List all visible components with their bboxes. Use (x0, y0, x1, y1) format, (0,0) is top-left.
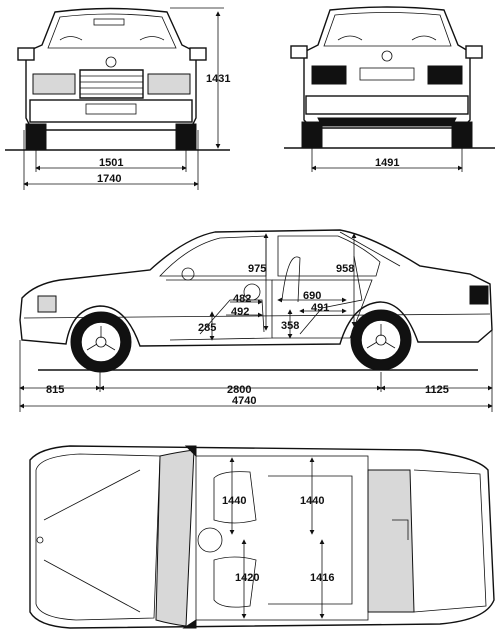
rear-plate (359, 67, 415, 81)
front-side-window (159, 235, 267, 277)
left-mirror (17, 47, 35, 61)
side-front-wheel (70, 311, 132, 373)
front-plate (85, 103, 137, 115)
front-elbow-width-label: 1420 (235, 572, 259, 584)
top-left-mirror (184, 445, 197, 458)
right-mirror (189, 47, 207, 61)
rear-star-emblem (381, 50, 393, 62)
rear-legroom-a-label: 690 (303, 290, 321, 302)
side-headlight (37, 295, 57, 313)
front-headroom-label: 975 (248, 263, 266, 275)
rear-underbody (317, 117, 457, 127)
front-left-tire (25, 123, 47, 151)
rear-headroom-label: 958 (336, 263, 354, 275)
front-seat-height-label: 285 (198, 322, 216, 334)
side-view: 975 958 482 492 690 491 285 358 815 2800… (19, 229, 493, 412)
front-track-label: 1501 (99, 157, 123, 169)
rear-left-tire (301, 121, 323, 149)
rear-track-label: 1491 (375, 157, 399, 169)
front-width-label: 1740 (97, 173, 121, 185)
right-headlight (147, 73, 191, 95)
top-rear-window (367, 469, 415, 613)
front-right-tire (175, 123, 197, 151)
rear-headrests (337, 35, 437, 41)
top-windshield (155, 449, 195, 627)
rear-overhang-label: 1125 (425, 384, 449, 396)
top-right-mirror (182, 619, 197, 629)
rear-left-mirror (290, 45, 308, 59)
front-windshield (47, 13, 177, 49)
c-pillar (339, 231, 401, 267)
front-view: 1501 1740 1431 (5, 7, 230, 190)
left-headlight (32, 73, 76, 95)
front-bumper (29, 99, 193, 123)
length-label: 4740 (232, 395, 256, 407)
right-taillight (427, 65, 463, 85)
side-taillight (469, 285, 489, 305)
rear-right-tire (451, 121, 473, 149)
top-front-seat-right (213, 556, 257, 608)
rear-side-window (277, 235, 381, 277)
top-front-seat-left (213, 471, 257, 524)
front-star-emblem (105, 56, 117, 68)
left-taillight (311, 65, 347, 85)
front-legroom-label: 492 (231, 306, 249, 318)
side-mirror (181, 267, 195, 281)
height-label: 1431 (206, 73, 230, 85)
front-door (166, 279, 273, 341)
top-hood (35, 453, 161, 621)
front-seat-depth-label: 482 (233, 293, 251, 305)
rear-elbow-width-label: 1416 (310, 572, 334, 584)
rear-seat-height-label: 358 (281, 320, 299, 332)
rear-legroom-b-label: 491 (311, 302, 329, 314)
hood-creases (43, 469, 141, 613)
front-seat-back (281, 256, 301, 303)
steering-wheel (243, 283, 261, 301)
front-grille (79, 69, 144, 99)
rear-door (272, 279, 373, 339)
wheelbase-label: 2800 (227, 384, 251, 396)
rear-right-mirror (465, 45, 483, 59)
top-steering-wheel (197, 527, 223, 553)
top-trunk-mark (392, 519, 409, 540)
front-shoulder-width-label: 1440 (222, 495, 246, 507)
side-rear-wheel (350, 309, 412, 371)
top-body (29, 445, 495, 629)
rear-seat-side (299, 255, 363, 335)
top-trunk (413, 469, 487, 613)
top-star-emblem (36, 536, 44, 544)
rear-view: 1491 (284, 6, 495, 172)
top-view: 1440 1440 1420 1416 (29, 445, 495, 629)
front-seat-side (199, 299, 265, 335)
rearview-mirror (93, 18, 125, 26)
rear-shoulder-width-label: 1440 (300, 495, 324, 507)
rear-bumper (305, 95, 469, 115)
front-seats-outline (59, 36, 165, 41)
front-overhang-label: 815 (46, 384, 64, 396)
rear-window (323, 12, 452, 47)
